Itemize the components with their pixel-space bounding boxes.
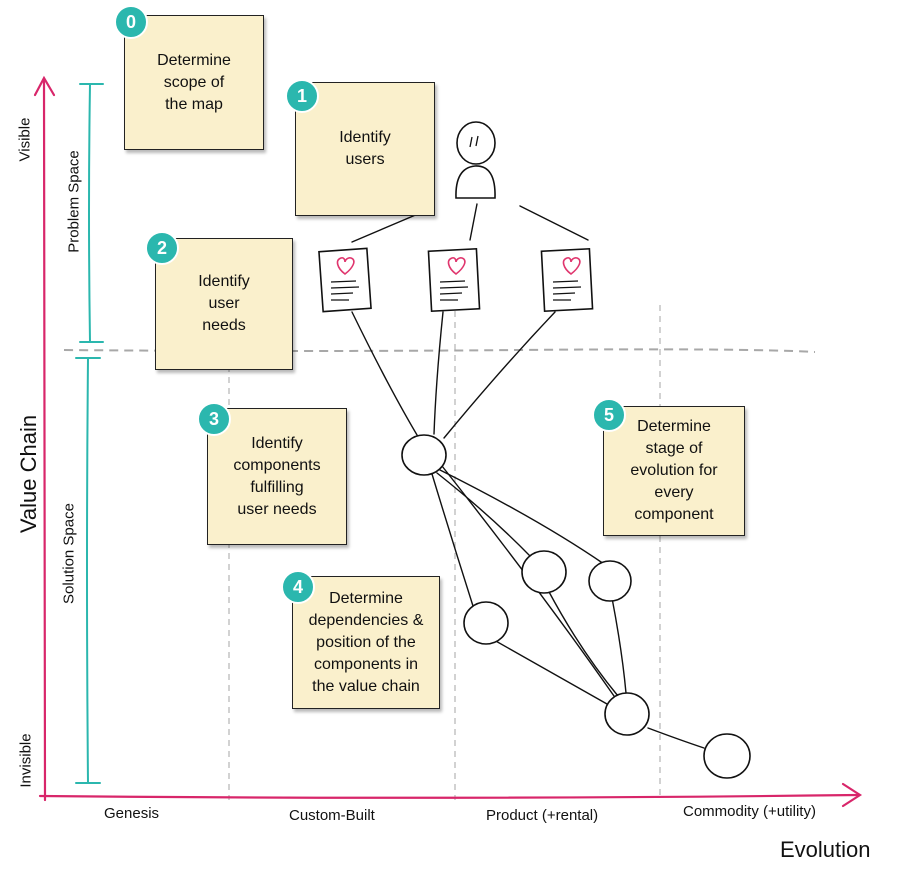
heart-document-icon xyxy=(540,247,594,313)
component-circle xyxy=(604,692,650,736)
stage-label-custom-built: Custom-Built xyxy=(289,807,375,824)
component-circle xyxy=(588,560,632,602)
step-text: Determine dependencies & position of the… xyxy=(308,589,424,695)
step-note-4: Determine dependencies & position of the… xyxy=(292,576,440,709)
components xyxy=(401,434,751,779)
problem-space-bracket xyxy=(79,83,104,343)
stage-dividers xyxy=(228,300,661,800)
solution-space-label: Solution Space xyxy=(60,503,78,604)
x-axis-title: Evolution xyxy=(780,837,871,862)
y-axis-top-label: Visible xyxy=(16,117,34,162)
problem-space-label: Problem Space xyxy=(65,150,83,253)
step-text: Determine stage of evolution for every c… xyxy=(630,418,718,523)
step-note-2: Identify user needs xyxy=(155,238,293,370)
solution-space-bracket xyxy=(75,357,101,784)
step-text: Identify user needs xyxy=(198,273,250,334)
step-badge-2: 2 xyxy=(145,231,179,265)
component-circle xyxy=(401,434,447,476)
stage-label-commodity: Commodity (+utility) xyxy=(683,803,816,820)
space-boundary-line xyxy=(63,348,816,353)
heart-document-icon xyxy=(427,247,481,313)
step-badge-5: 5 xyxy=(592,398,626,432)
step-text: Identify users xyxy=(339,129,391,168)
component-circle xyxy=(521,550,567,594)
stage-label-genesis: Genesis xyxy=(104,805,160,822)
axes xyxy=(33,75,863,808)
x-axis-line xyxy=(38,793,860,799)
user-icon xyxy=(455,121,496,199)
space-brackets xyxy=(75,83,104,784)
heart-document-icon xyxy=(318,247,372,313)
step-badge-0: 0 xyxy=(114,5,148,39)
step-note-5: Determine stage of evolution for every c… xyxy=(603,406,745,536)
y-axis-bottom-label: Invisible xyxy=(17,733,35,788)
step-note-3: Identify components fulfilling user need… xyxy=(207,408,347,545)
step-note-1: Identify users xyxy=(295,82,435,216)
component-circle xyxy=(463,601,509,645)
step-badge-1: 1 xyxy=(285,79,319,113)
step-note-0: Determine scope of the map xyxy=(124,15,264,150)
step-text: Identify components fulfilling user need… xyxy=(233,434,321,518)
y-axis-arrow xyxy=(33,75,56,97)
x-axis-arrow xyxy=(841,782,863,808)
component-circle xyxy=(703,733,751,779)
step-badge-4: 4 xyxy=(281,570,315,604)
step-text: Determine scope of the map xyxy=(157,51,231,113)
y-axis-title: Value Chain xyxy=(16,414,41,534)
y-axis-line xyxy=(42,78,47,802)
step-badge-3: 3 xyxy=(197,402,231,436)
stage-label-product: Product (+rental) xyxy=(486,807,599,824)
